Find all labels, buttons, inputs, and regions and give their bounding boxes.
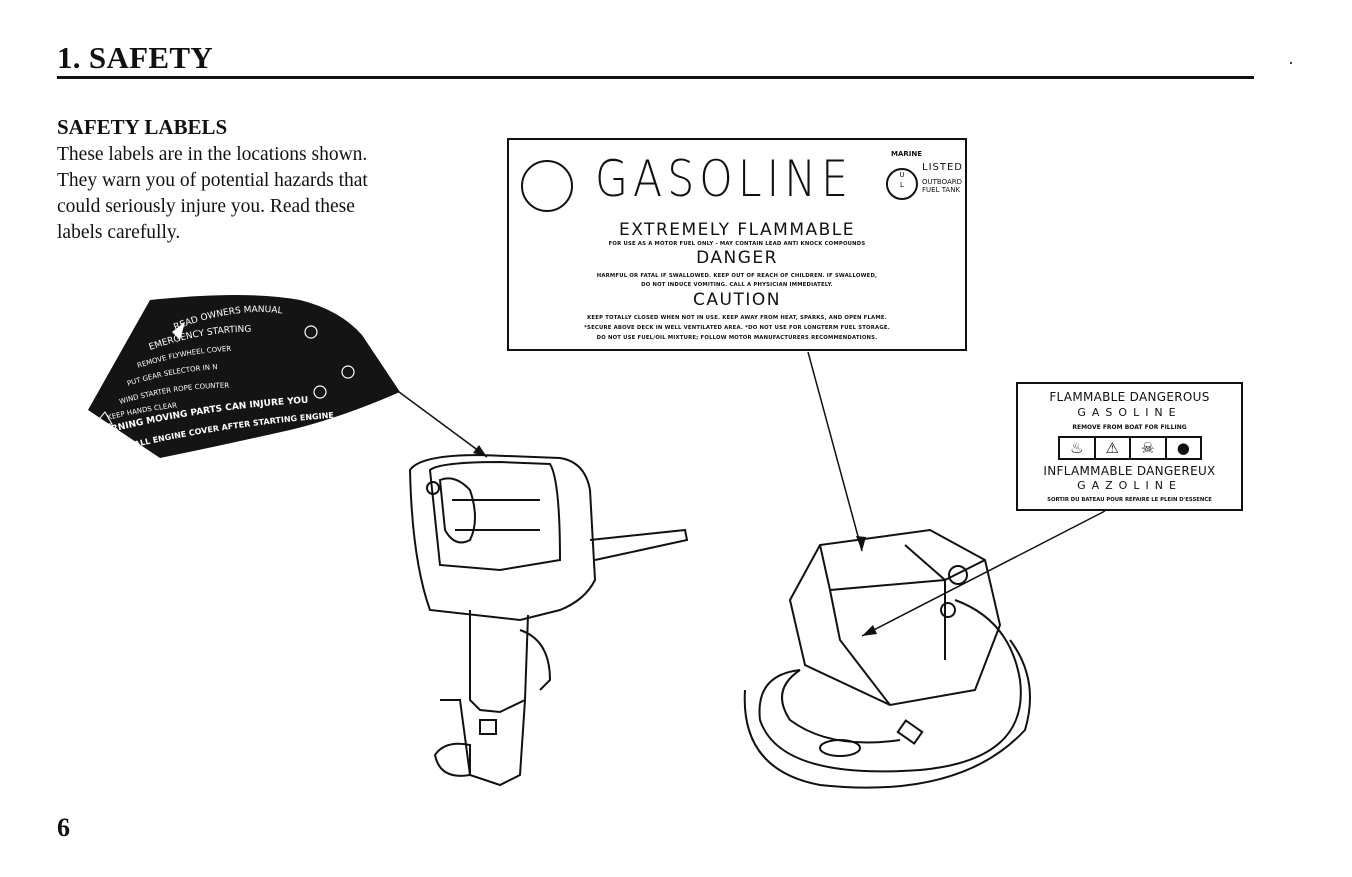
page-number: 6: [57, 813, 70, 842]
gasoline-label-line-3: DO NOT INDUCE VOMITING. CALL A PHYSICIAN…: [641, 282, 833, 288]
fuel-label-line-1: FLAMMABLE DANGEROUS: [1049, 390, 1210, 404]
fuel-gauge-icon: [940, 602, 956, 618]
section-title: 1. SAFETY: [57, 40, 214, 75]
warning-triangle-icon: ⚠: [1096, 438, 1131, 458]
fuel-label-line-2: GASOLINE: [1077, 406, 1182, 419]
primer-bulb: [819, 739, 861, 757]
flywheel-cover: [438, 477, 476, 544]
flame-icon: ●: [1176, 439, 1190, 457]
fuel-hose-outer: [743, 639, 1031, 789]
fuel-label-line-3: REMOVE FROM BOAT FOR FILLING: [1072, 424, 1187, 431]
leader-line-engine: [394, 388, 488, 458]
engine-midsection: [469, 610, 529, 714]
engine-intake-grille: [479, 719, 497, 735]
ul-product-text: OUTBOARD FUEL TANK: [922, 178, 963, 194]
engine-powerhead: [428, 460, 562, 572]
caution-heading: CAUTION: [693, 290, 781, 310]
engine-lower-unit: [440, 699, 526, 787]
ul-marine-text: MARINE: [891, 150, 923, 158]
engine-bracket: [519, 629, 552, 691]
arrowhead-cap: [862, 625, 877, 636]
arrowhead-engine: [473, 445, 487, 457]
gasoline-warning-label: GASOLINE MARINE U L LISTED OUTBOARD FUEL…: [507, 138, 967, 351]
fire-icon: ♨: [1060, 438, 1096, 458]
fuel-hose: [758, 599, 1022, 773]
leader-line-gasoline: [807, 351, 863, 552]
engine-label-shape: [88, 295, 400, 458]
fuel-label-line-4: INFLAMMABLE DANGEREUX: [1043, 464, 1216, 478]
gasoline-label-line-5: *SECURE ABOVE DECK IN WELL VENTILATED AR…: [584, 325, 890, 331]
ul-l-letter: L: [900, 181, 904, 189]
outboard-engine-drawing: [408, 453, 689, 787]
danger-heading: DANGER: [696, 248, 778, 268]
fuel-label-line-5: GAZOLINE: [1077, 479, 1182, 492]
step-2-icon: [341, 365, 355, 379]
hose-connector: [896, 719, 924, 745]
fuel-tank-body: [788, 528, 1002, 707]
fuel-label-line-6: SORTIR DU BATEAU POUR REFAIRE LE PLEIN D…: [1047, 497, 1212, 503]
engine-fuel-connector: [426, 481, 440, 495]
engine-warning-label: READ OWNERS MANUAL EMERGENCY STARTING RE…: [88, 295, 400, 458]
gasoline-label-line-2: HARMFUL OR FATAL IF SWALLOWED. KEEP OUT …: [596, 273, 878, 279]
warning-triangle-icon: [93, 411, 113, 425]
gasoline-label-title: GASOLINE: [595, 150, 854, 208]
engine-cowling: [408, 453, 597, 622]
intro-paragraph: These labels are in the locations shown.…: [57, 144, 368, 243]
skull-icon: ☠: [1131, 438, 1167, 458]
gasoline-label-line-1: FOR USE AS A MOTOR FUEL ONLY - MAY CONTA…: [608, 241, 866, 247]
gasoline-label-line-6: DO NOT USE FUEL/OIL MIXTURE; FOLLOW MOTO…: [596, 335, 878, 341]
step-3-icon: [313, 385, 327, 399]
ul-listed-text: LISTED: [922, 162, 963, 173]
step-1-icon: [304, 325, 318, 339]
ul-listed-icon: U L: [886, 168, 918, 200]
fuel-hose-loop: [781, 669, 901, 744]
fuel-cap-icon: [948, 565, 968, 585]
gasoline-label-line-4: KEEP TOTALLY CLOSED WHEN NOT IN USE. KEE…: [587, 315, 887, 321]
label-circle-icon: [521, 160, 573, 212]
engine-propeller: [433, 742, 471, 777]
hazard-icon-row: ♨ ⚠ ☠ ●: [1058, 436, 1202, 460]
subsection-title: SAFETY LABELS: [57, 115, 228, 139]
book-icon: [172, 322, 185, 340]
fuel-tank-front-edge: [829, 589, 891, 706]
extremely-flammable-heading: EXTREMELY FLAMMABLE: [618, 220, 856, 240]
tiller-handle: [589, 528, 689, 561]
fuel-tank-handle: [904, 544, 946, 660]
title-rule: [57, 76, 1254, 79]
fuel-tank-drawing: [743, 528, 1031, 789]
leader-line-cap: [861, 510, 1106, 637]
fuel-tank-cap-label: FLAMMABLE DANGEROUS GASOLINE REMOVE FROM…: [1016, 382, 1243, 511]
ul-u-letter: U: [899, 171, 905, 179]
page-speck: [1290, 62, 1292, 64]
